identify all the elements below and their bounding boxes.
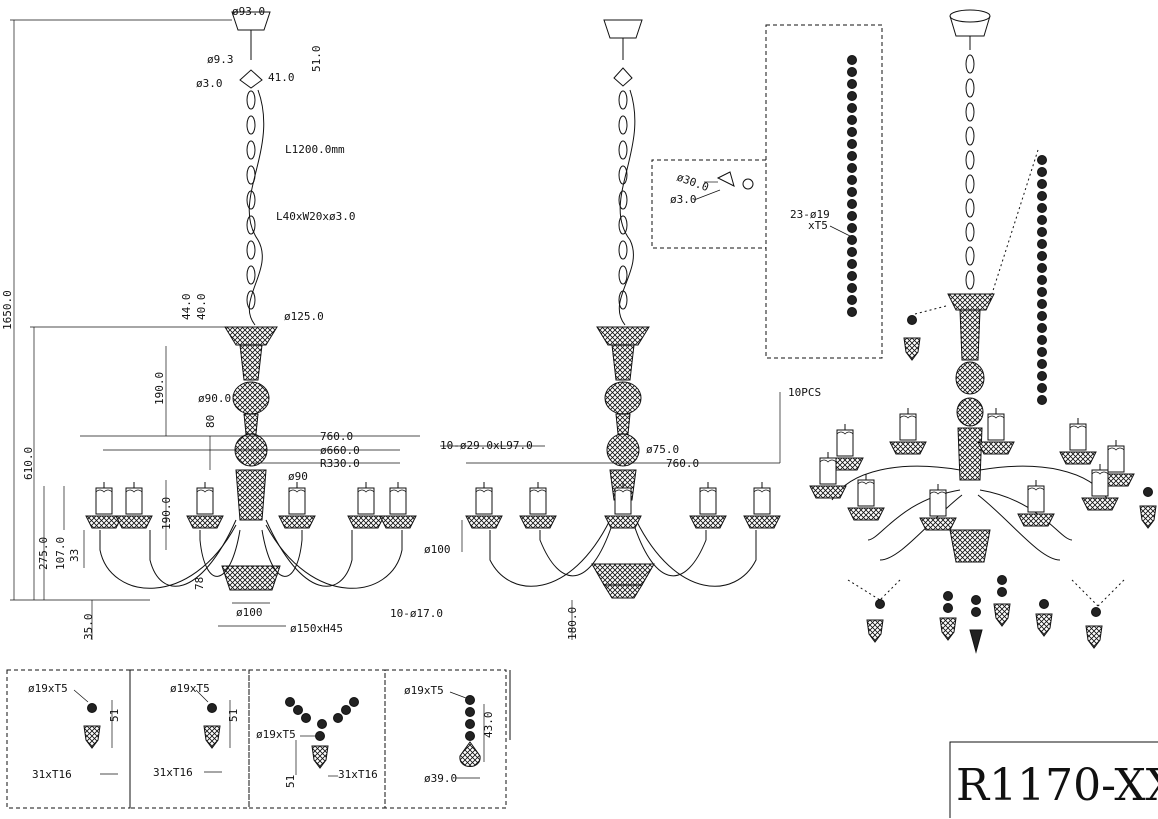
dim-chain-link: L40xW20xø3.0 — [276, 210, 355, 223]
side-view: 10-ø29.0xL97.0 ø75.0 760.0 ø100 180.0 10… — [424, 19, 821, 640]
dim-hook-dia: ø9.3 — [207, 53, 234, 66]
box3-size: 51 — [284, 775, 297, 788]
strand-spec-2: xT5 — [808, 219, 828, 232]
dim-ball-dia: ø75.0 — [646, 443, 679, 456]
box1-size: 51 — [108, 709, 121, 722]
box2-size: 51 — [227, 709, 240, 722]
box1-bead: ø19xT5 — [28, 682, 68, 695]
dim-hook-outer: ø30.0 — [675, 171, 711, 195]
dim-pcs: 10PCS — [788, 386, 821, 399]
dim-total-height: 1650.0 — [1, 290, 14, 330]
dim-bowl-dia: ø100 — [236, 606, 263, 619]
dim-cup-h2: 40.0 — [195, 294, 208, 321]
dim-arm-circle: ø660.0 — [320, 444, 360, 457]
dim-body-height: 610.0 — [22, 447, 35, 480]
dim-bulb-dia: ø100 — [424, 543, 451, 556]
chain — [246, 90, 256, 310]
box1-drop: 31xT16 — [32, 768, 72, 781]
dim-candle-h: 107.0 — [54, 537, 67, 570]
bead-strand — [847, 55, 857, 317]
dim-hook-size: 41.0 — [268, 71, 295, 84]
dim-canopy-dia: ø93.0 — [232, 5, 265, 18]
front-view: ø93.0 51.0 ø9.3 ø3.0 41.0 L1200.0mm L40x… — [1, 5, 443, 640]
box3-drop: 31xT16 — [338, 768, 378, 781]
dim-arms: 10-ø17.0 — [390, 607, 443, 620]
model-code: R1170-XX — [956, 760, 1158, 811]
hook-detail: ø30.0 ø3.0 — [651, 159, 766, 249]
dim-bottom-h: 180.0 — [566, 607, 579, 640]
dim-candle-spec: 10-ø29.0xL97.0 — [440, 439, 533, 452]
bottom-details: ø19xT5 51 31xT16 ø19xT5 51 31xT16 ø19xT5… — [6, 669, 511, 809]
dim-canopy-height: 51.0 — [310, 46, 323, 73]
arms — [99, 519, 403, 589]
dim-cup-h1: 44.0 — [180, 294, 193, 321]
box2-drop: 31xT16 — [153, 766, 193, 779]
dim-cup-dia: ø125.0 — [284, 310, 324, 323]
box3-bead: ø19xT5 — [256, 728, 296, 741]
box4-size: 43.0 — [482, 712, 495, 739]
dim-bowl-h: 78 — [193, 577, 206, 590]
dim-ball-offset: 80 — [204, 415, 217, 428]
dim-hook-wire: ø3.0 — [670, 193, 697, 206]
dim-arm-radius: R330.0 — [320, 457, 360, 470]
dim-col-dia: ø90 — [288, 470, 308, 483]
dim-stem-dia: ø90.0 — [198, 392, 231, 405]
strand-spec-1: 23-ø19 — [790, 208, 830, 221]
dim-chain-length: L1200.0mm — [285, 143, 345, 156]
dim-base-size: ø150xH45 — [290, 622, 343, 635]
dim-lower-stem: 190.0 — [160, 497, 173, 530]
dim-span: 760.0 — [666, 457, 699, 470]
dim-link-dia: ø3.0 — [196, 77, 223, 90]
strand-detail: 23-ø19 xT5 — [765, 24, 883, 359]
dim-candle-b: 33 — [68, 549, 81, 562]
dim-lower-height: 275.0 — [37, 537, 50, 570]
perspective-view — [809, 9, 1157, 654]
box4-drop: ø39.0 — [424, 772, 457, 785]
dim-bottom-offset: 35.0 — [82, 614, 95, 641]
box2-bead: ø19xT5 — [170, 682, 210, 695]
dim-stem-height: 190.0 — [153, 372, 166, 405]
title-block: R1170-XX — [949, 741, 1158, 818]
dim-arm-span: 760.0 — [320, 430, 353, 443]
box4-bead: ø19xT5 — [404, 684, 444, 697]
